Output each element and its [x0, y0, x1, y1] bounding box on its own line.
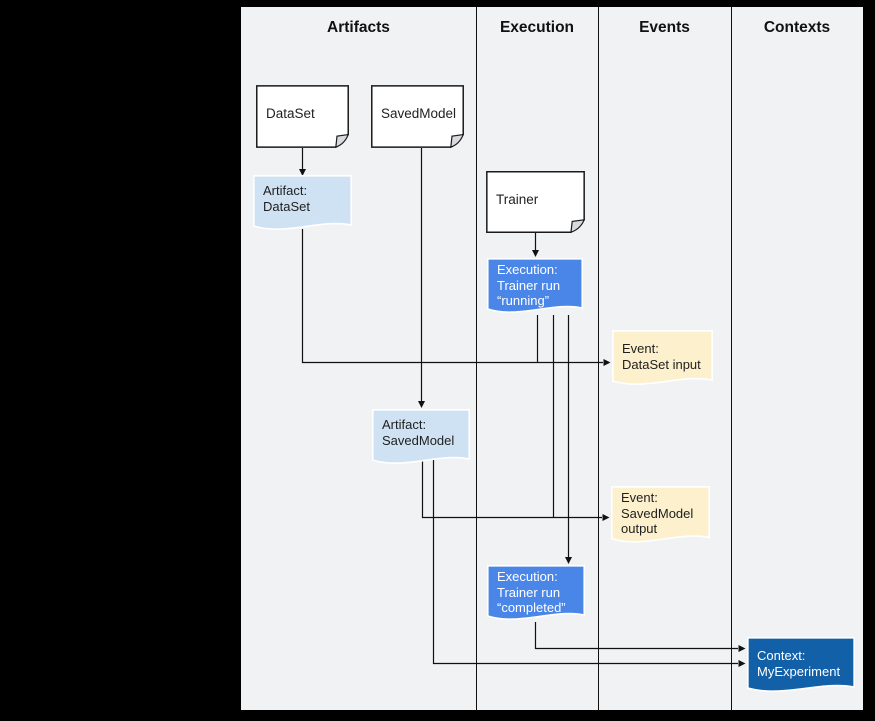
- wave-shape: [253, 175, 352, 239]
- node-execution-completed: Execution: Trainer run “completed”: [487, 565, 585, 629]
- node-execution-running: Execution: Trainer run “running”: [487, 258, 583, 322]
- node-label: Execution: Trainer run “completed”: [497, 569, 566, 615]
- node-label: Execution: Trainer run “running”: [497, 262, 561, 308]
- arrowhead: [532, 250, 539, 257]
- node-artifact-dataset: Artifact: DataSet: [253, 175, 352, 239]
- column-header-artifacts: Artifacts: [327, 19, 390, 36]
- node-context-myexperiment: Context: MyExperiment: [747, 637, 855, 701]
- wave-shape: [487, 258, 583, 322]
- arrowhead: [565, 557, 572, 564]
- node-artifact-savedmodel: Artifact: SavedModel: [372, 409, 470, 473]
- node-label: Context: MyExperiment: [757, 648, 841, 679]
- document-shape: [256, 85, 349, 148]
- wave-shape: [372, 409, 470, 473]
- column-header-contexts: Contexts: [763, 19, 831, 36]
- edge-artifact-context: [432, 459, 738, 665]
- node-dataset: DataSet: [256, 85, 349, 148]
- arrowhead: [738, 660, 746, 667]
- arrowhead: [299, 169, 306, 176]
- column-header-execution: Execution: [499, 19, 575, 36]
- wave-shape: [487, 565, 585, 629]
- wave-shape: [747, 637, 855, 701]
- node-label: Artifact: SavedModel: [382, 417, 455, 448]
- edge-artifactdataset-event: [301, 229, 603, 364]
- wave-shape: [612, 330, 713, 394]
- column-header-events: Events: [639, 19, 690, 36]
- diagram-canvas: Artifacts Execution Events Contexts Data…: [241, 7, 863, 710]
- arrowhead: [738, 645, 746, 652]
- node-label: Event: DataSet input: [622, 341, 701, 372]
- node-trainer: Trainer: [486, 171, 585, 233]
- node-label: Event: SavedModel output: [621, 490, 694, 536]
- arrowhead: [603, 359, 611, 366]
- node-label: SavedModel: [381, 106, 457, 121]
- document-shape: [371, 85, 464, 148]
- connector-layer: [299, 7, 746, 710]
- node-label: DataSet: [266, 106, 315, 121]
- node-event-dataset-input: Event: DataSet input: [612, 330, 713, 394]
- arrowhead: [602, 514, 610, 521]
- wave-shape: [611, 486, 710, 552]
- node-label: Trainer: [496, 191, 539, 207]
- node-label: Artifact: DataSet: [263, 183, 310, 214]
- node-event-savedmodel-output: Event: SavedModel output: [611, 486, 710, 552]
- document-shape: [486, 171, 585, 233]
- node-savedmodel: SavedModel: [371, 85, 464, 148]
- edge-completed-context: [534, 622, 738, 650]
- edge-artifactsavedmodel-event: [421, 459, 602, 519]
- arrowhead: [418, 401, 425, 408]
